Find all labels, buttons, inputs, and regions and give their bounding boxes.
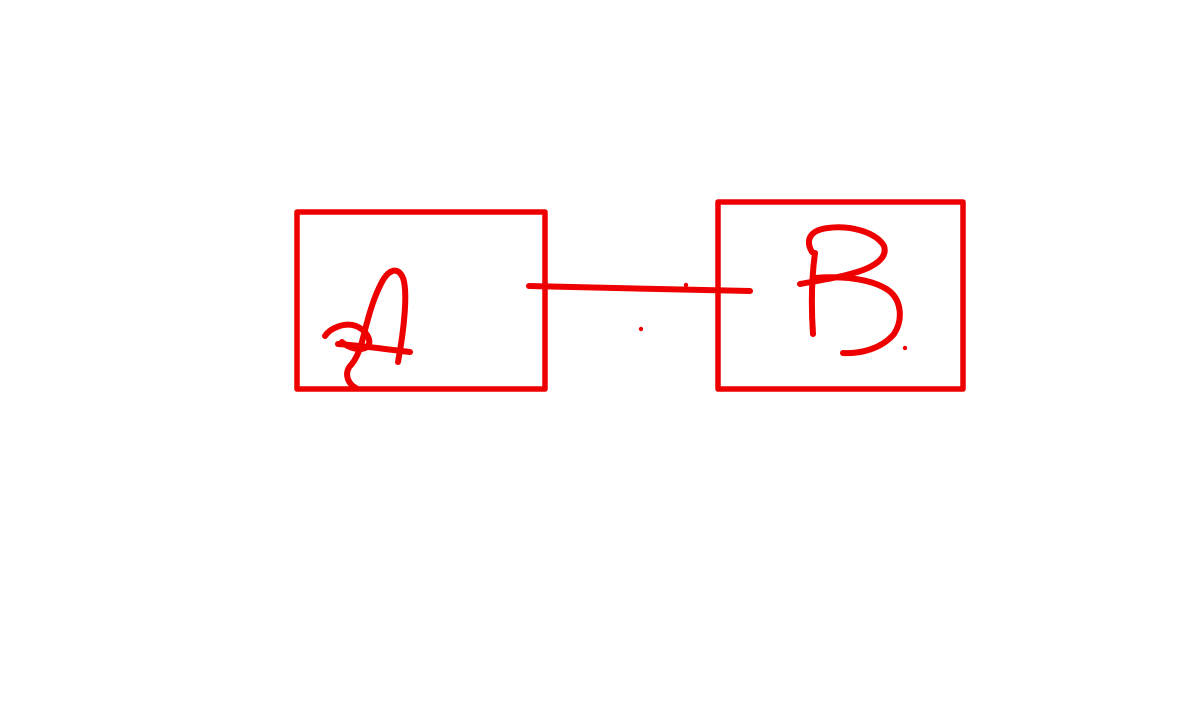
node-b-box bbox=[715, 199, 966, 392]
stray-dot bbox=[638, 326, 644, 332]
node-b-text: B bbox=[0, 0, 11, 4]
connector-line bbox=[526, 283, 753, 294]
node-a-label bbox=[322, 267, 413, 391]
node-a-text: A bbox=[0, 0, 11, 4]
node-b-label bbox=[797, 224, 903, 357]
stray-dot bbox=[683, 282, 689, 288]
node-a-box bbox=[294, 209, 548, 392]
stray-dot bbox=[902, 345, 908, 351]
